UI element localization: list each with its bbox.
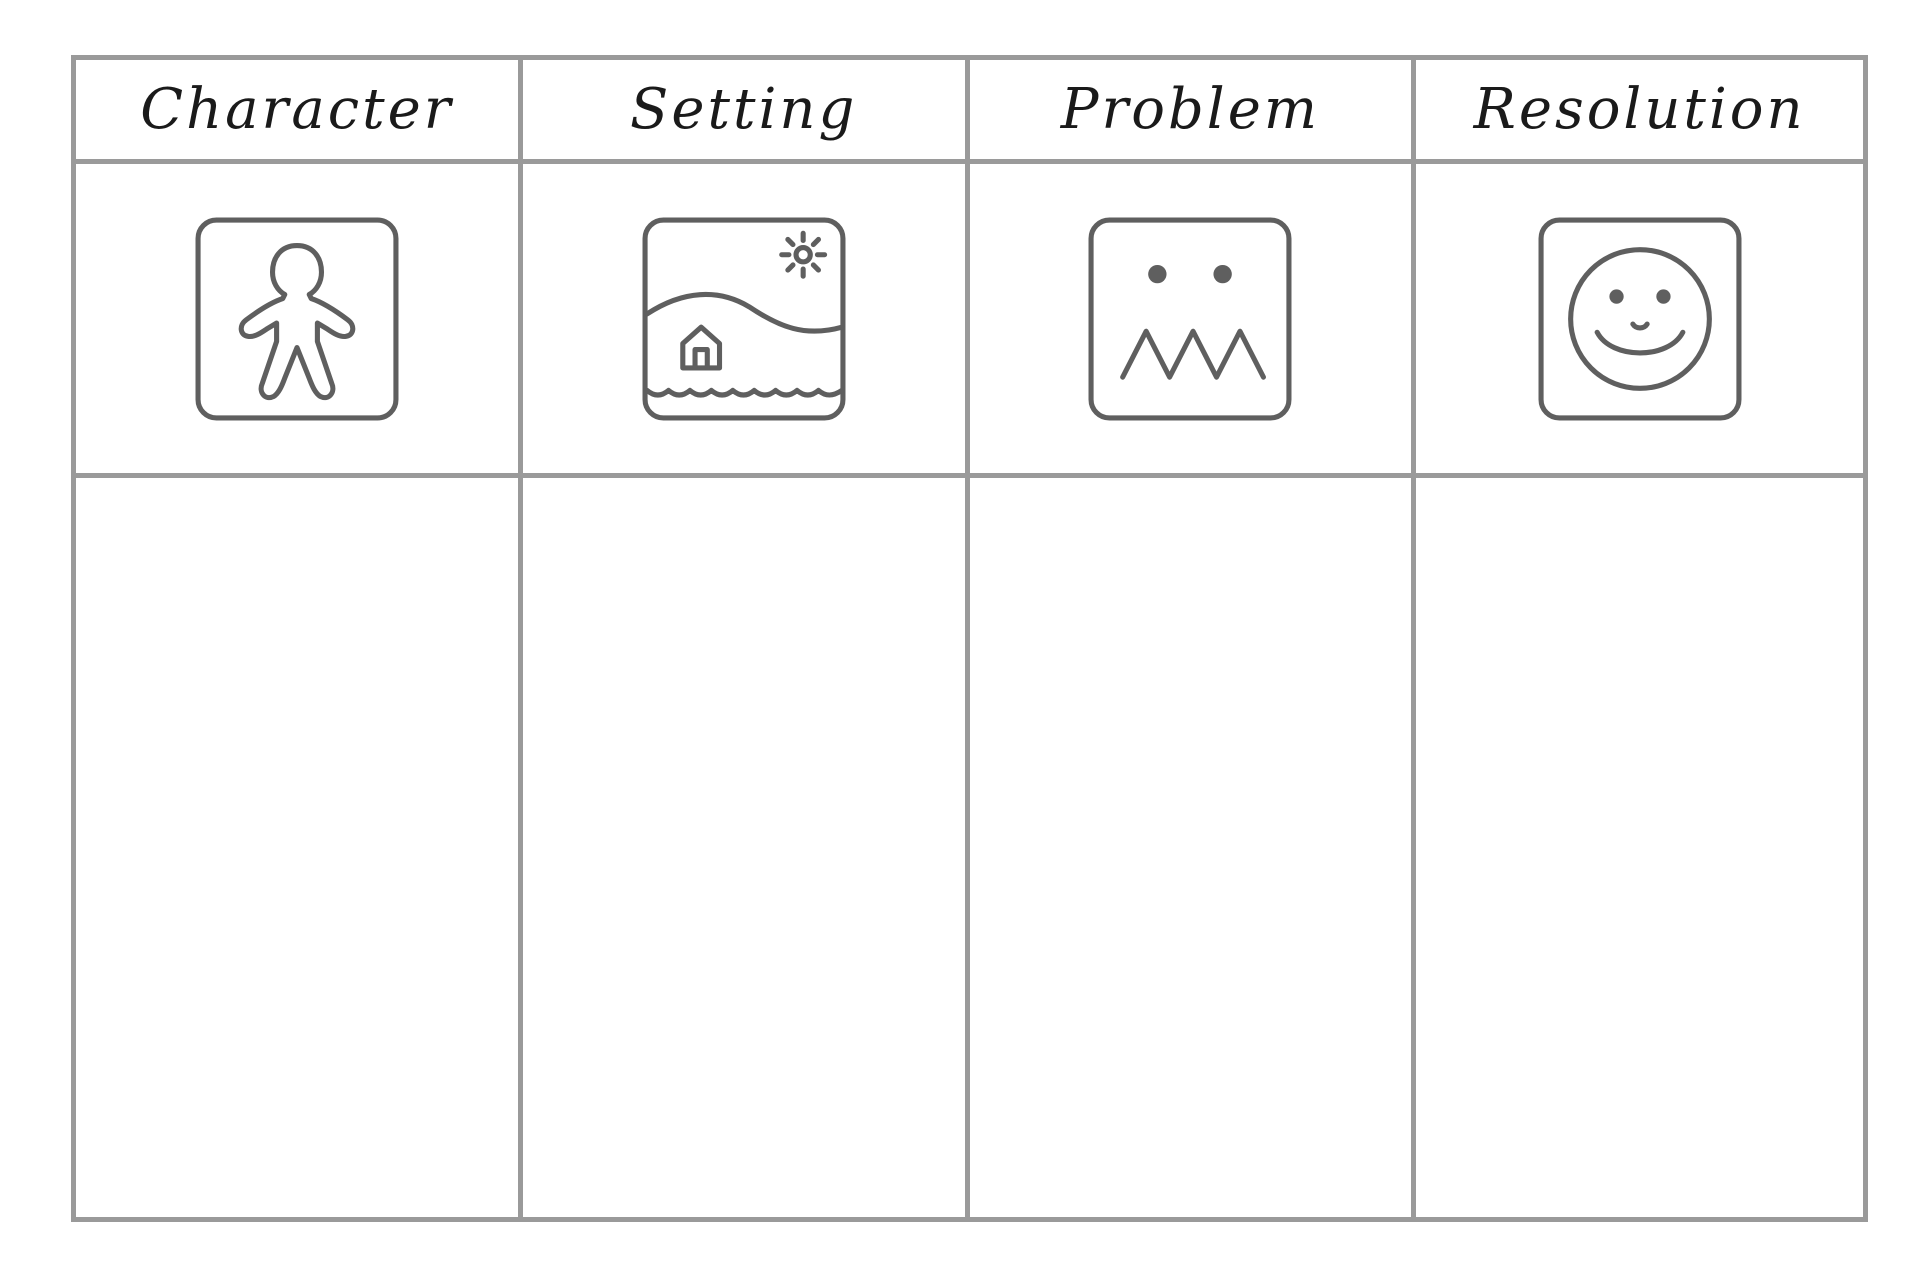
header-cell-problem: Problem — [969, 60, 1417, 164]
write-area-resolution[interactable] — [1416, 478, 1863, 1217]
person-icon — [195, 217, 399, 421]
icon-cell-setting — [522, 164, 970, 478]
header-label-setting: Setting — [629, 77, 858, 142]
landscape-house-icon — [642, 217, 846, 421]
icon-cell-resolution — [1416, 164, 1863, 478]
header-cell-character: Character — [76, 60, 523, 164]
header-label-resolution: Resolution — [1473, 77, 1806, 142]
icon-cell-character — [76, 164, 523, 478]
header-cell-setting: Setting — [522, 60, 970, 164]
header-cell-resolution: Resolution — [1416, 60, 1863, 164]
story-map-table: Character Setting Problem Resolution — [71, 55, 1868, 1222]
header-label-problem: Problem — [1060, 77, 1320, 142]
write-area-character[interactable] — [76, 478, 523, 1217]
smiley-face-icon — [1538, 217, 1742, 421]
write-area-setting[interactable] — [523, 478, 970, 1217]
write-area-problem[interactable] — [970, 478, 1417, 1217]
monster-face-icon — [1088, 217, 1292, 421]
header-label-character: Character — [140, 77, 454, 142]
icon-cell-problem — [969, 164, 1417, 478]
